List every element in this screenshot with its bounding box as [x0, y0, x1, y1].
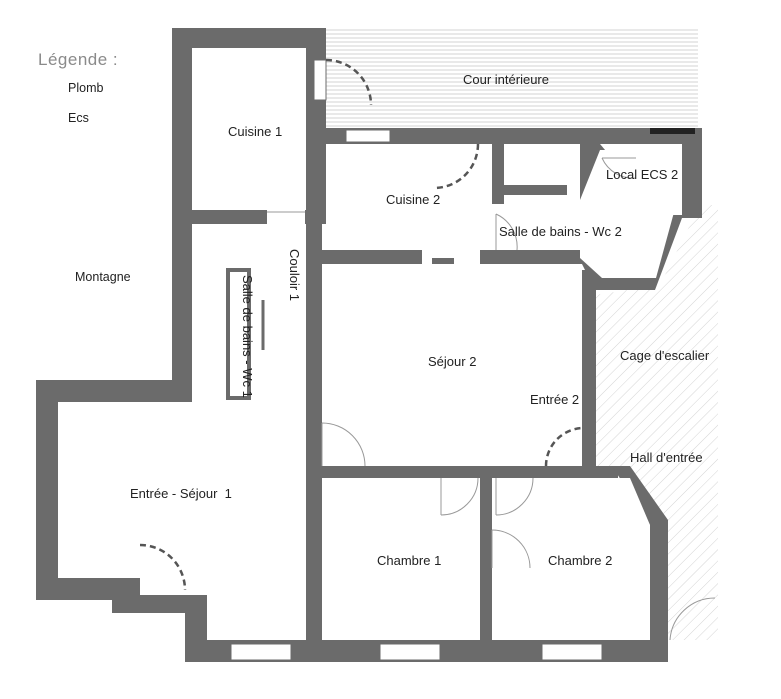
windows: [230, 59, 695, 661]
legend-title: Légende :: [38, 50, 118, 69]
room-label-sejour-2: Séjour 2: [428, 354, 476, 369]
room-label-cuisine-1: Cuisine 1: [228, 124, 282, 139]
doors: [139, 58, 716, 641]
courtyard-hatch: [326, 28, 698, 132]
room-label-entree-2: Entrée 2: [530, 392, 579, 407]
room-label-couloir-1: Couloir 1: [287, 249, 302, 301]
staircase-hatch: [595, 205, 718, 640]
room-label-local-ecs-2: Local ECS 2: [606, 167, 678, 182]
room-label-hall-entree: Hall d'entrée: [630, 450, 703, 465]
room-label-cuisine-2: Cuisine 2: [386, 192, 440, 207]
room-labels: Cour intérieure Cuisine 1 Cuisine 2 Loca…: [130, 72, 710, 568]
room-label-cour: Cour intérieure: [463, 72, 549, 87]
room-label-chambre-2: Chambre 2: [548, 553, 612, 568]
room-label-sdb-wc-1: Salle de bains - Wc 1: [240, 275, 255, 398]
legend: Légende : Plomb Ecs Montagne: [38, 50, 131, 284]
legend-item-plomb: Plomb: [68, 81, 103, 95]
legend-item-ecs: Ecs: [68, 111, 89, 125]
room-label-sdb-wc-2: Salle de bains - Wc 2: [499, 224, 622, 239]
room-label-cage-escalier: Cage d'escalier: [620, 348, 710, 363]
room-label-entree-sejour-1: Entrée - Séjour 1: [130, 486, 232, 501]
region-label: Montagne: [75, 270, 131, 284]
room-label-chambre-1: Chambre 1: [377, 553, 441, 568]
room-floors: [58, 48, 676, 640]
